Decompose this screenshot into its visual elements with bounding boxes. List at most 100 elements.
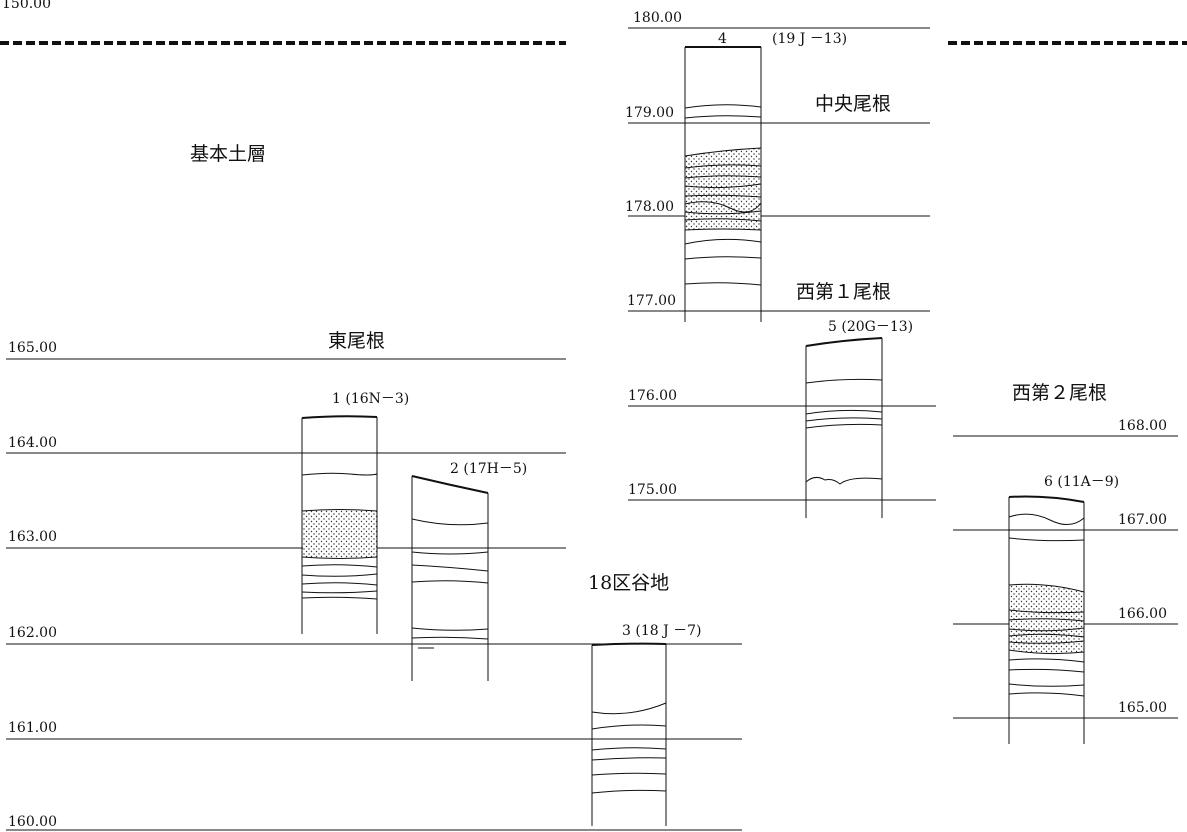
layer-boundary <box>411 551 489 555</box>
column-label: 5 (20G－13) <box>828 319 913 335</box>
layer-boundary <box>805 409 883 415</box>
valley-name: 18区谷地 <box>588 572 669 594</box>
layer-boundary <box>684 164 762 169</box>
layer-boundary <box>1008 668 1085 673</box>
layer-boundary <box>591 724 667 730</box>
soil-column-1: 1 (16N－3) <box>301 391 409 634</box>
elev-label: 178.00 <box>625 199 674 215</box>
column-label: 3 (18 J －7) <box>622 623 702 639</box>
layer-boundary <box>301 590 378 594</box>
figure-title: 基本土層 <box>190 143 266 165</box>
column-label: 1 (16N－3) <box>332 391 409 407</box>
elev-label: 165.00 <box>1118 700 1167 716</box>
layer-boundary <box>301 596 378 600</box>
layer-boundary <box>411 564 489 572</box>
column-label: 6 (11A－9) <box>1044 474 1119 490</box>
central-ridge-section: 180.00 179.00 178.00 177.00 中央尾根 4 (19 J… <box>625 10 930 322</box>
column-top <box>591 642 667 646</box>
elev-label: 168.00 <box>1118 418 1167 434</box>
column-label: 2 (17H－5) <box>450 461 527 477</box>
layer-boundary <box>1008 537 1085 542</box>
elev-label: 165.00 <box>8 340 57 356</box>
layer-boundary <box>684 175 762 179</box>
layer-boundary <box>684 210 762 215</box>
soil-column-3 <box>591 642 667 826</box>
elev-label: 161.00 <box>8 720 57 736</box>
layer-boundary <box>1008 658 1085 663</box>
layer-boundary <box>684 194 762 198</box>
layer-boundary <box>684 256 762 260</box>
layer-boundary <box>301 573 378 577</box>
elev-label: 166.00 <box>1118 606 1167 622</box>
elev-label: 180.00 <box>633 10 682 26</box>
layer-boundary <box>684 104 762 109</box>
sand-layer <box>303 509 377 559</box>
soil-column-4 <box>684 46 762 322</box>
layer-boundary <box>411 627 489 631</box>
column-number: 4 <box>718 31 727 47</box>
layer-boundary <box>1008 683 1085 687</box>
layer-boundary <box>1008 618 1085 622</box>
layer-boundary <box>1008 649 1085 655</box>
layer-boundary <box>591 757 667 761</box>
layer-boundary <box>1008 609 1085 614</box>
east-ridge-section: 東尾根 165.00 164.00 163.00 162.00 161.00 1… <box>6 330 742 831</box>
layer-boundary <box>591 702 667 715</box>
valley-section: 18区谷地 3 (18 J －7) <box>588 572 702 826</box>
column-top <box>411 475 489 494</box>
layer-boundary <box>805 476 883 485</box>
layer-boundary <box>301 509 378 512</box>
layer-boundary <box>1008 627 1085 632</box>
layer-boundary <box>411 580 489 584</box>
layer-boundary <box>591 789 667 794</box>
layer-boundary <box>411 518 489 526</box>
soil-column-2: 2 (17H－5) <box>411 461 527 681</box>
elev-label: 175.00 <box>628 482 677 498</box>
layer-boundary <box>684 147 762 157</box>
layer-boundary <box>301 472 378 476</box>
top-elevation-label: 150.00 <box>2 0 51 12</box>
west-ridge-2-section: 西第２尾根 168.00 167.00 166.00 165.00 6 (11A… <box>953 382 1178 744</box>
layer-boundary <box>591 772 667 776</box>
soil-column-6 <box>1008 495 1085 744</box>
elev-label: 177.00 <box>627 293 676 309</box>
elev-label: 162.00 <box>8 625 57 641</box>
layer-boundary <box>684 115 762 119</box>
west-ridge-1-section: 西第１尾根 176.00 175.00 5 (20G－13) <box>628 281 936 518</box>
soil-column-5 <box>805 337 883 518</box>
layer-boundary <box>805 423 883 429</box>
layer-boundary <box>411 636 489 640</box>
elev-label: 160.00 <box>8 814 57 830</box>
layer-boundary <box>1008 640 1085 644</box>
layer-boundary <box>684 183 762 189</box>
layer-boundary <box>301 564 378 568</box>
layer-boundary <box>684 282 762 286</box>
column-top <box>805 337 883 347</box>
layer-boundary <box>805 378 883 384</box>
elev-label: 176.00 <box>628 388 677 404</box>
elev-label: 167.00 <box>1118 512 1167 528</box>
layer-boundary <box>591 747 667 751</box>
column-top <box>301 415 378 419</box>
sand-layer <box>685 148 761 230</box>
layer-boundary <box>684 228 762 231</box>
central-ridge-name: 中央尾根 <box>815 93 891 115</box>
west-ridge-2-name: 西第２尾根 <box>1012 382 1107 404</box>
west-ridge-1-name: 西第１尾根 <box>796 281 891 303</box>
layer-boundary <box>805 417 883 422</box>
column-top <box>1008 495 1085 503</box>
layer-boundary <box>301 582 378 586</box>
layer-boundary <box>684 238 762 245</box>
elev-label: 164.00 <box>8 435 57 451</box>
layer-boundary <box>1008 633 1085 638</box>
layer-boundary <box>1008 513 1085 525</box>
elev-label: 179.00 <box>625 105 674 121</box>
layer-boundary <box>1008 583 1085 593</box>
elev-label: 163.00 <box>8 529 57 545</box>
layer-boundary <box>1008 692 1085 697</box>
column-grid: (19 J －13) <box>772 31 847 47</box>
layer-boundary <box>301 556 378 559</box>
layer-boundary <box>684 201 762 213</box>
